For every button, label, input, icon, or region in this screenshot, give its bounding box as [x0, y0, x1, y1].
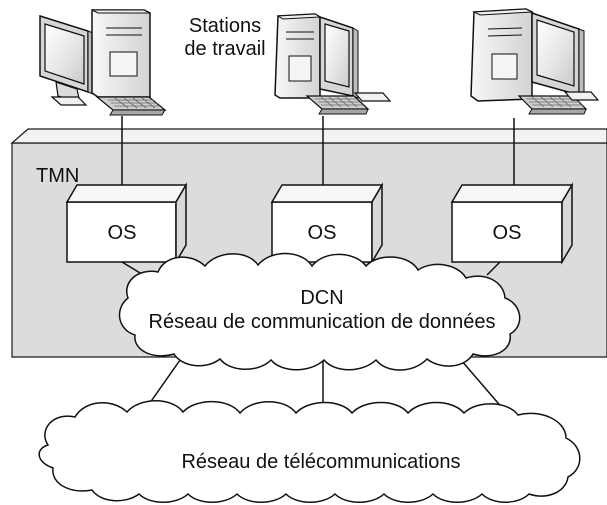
workstations-label-line-1: Stations [189, 15, 261, 37]
dcn-cloud: DCN Réseau de communication de données [118, 252, 521, 371]
dcn-title: DCN [300, 287, 343, 309]
workstation-3 [470, 8, 600, 115]
workstation-2 [274, 13, 392, 115]
workstation-icon [470, 8, 600, 115]
telecom-network-label: Réseau de télécommunications [181, 451, 460, 473]
telecom-network-cloud: Réseau de télécommunications [38, 400, 581, 503]
workstation-1 [39, 9, 167, 116]
workstation-icon [39, 9, 167, 116]
os-label-2: OS [308, 222, 337, 244]
workstations-label-line-2: de travail [184, 38, 265, 60]
os-box-3: OS [450, 182, 574, 265]
os-label-1: OS [108, 222, 137, 244]
os-label-3: OS [493, 222, 522, 244]
tmn-label: TMN [36, 165, 79, 187]
workstation-connectors [121, 116, 515, 197]
os-box-2: OS [270, 182, 384, 265]
os-box-1: OS [65, 182, 188, 265]
workstation-icon [274, 13, 392, 115]
dcn-subtitle: Réseau de communication de données [149, 311, 496, 333]
